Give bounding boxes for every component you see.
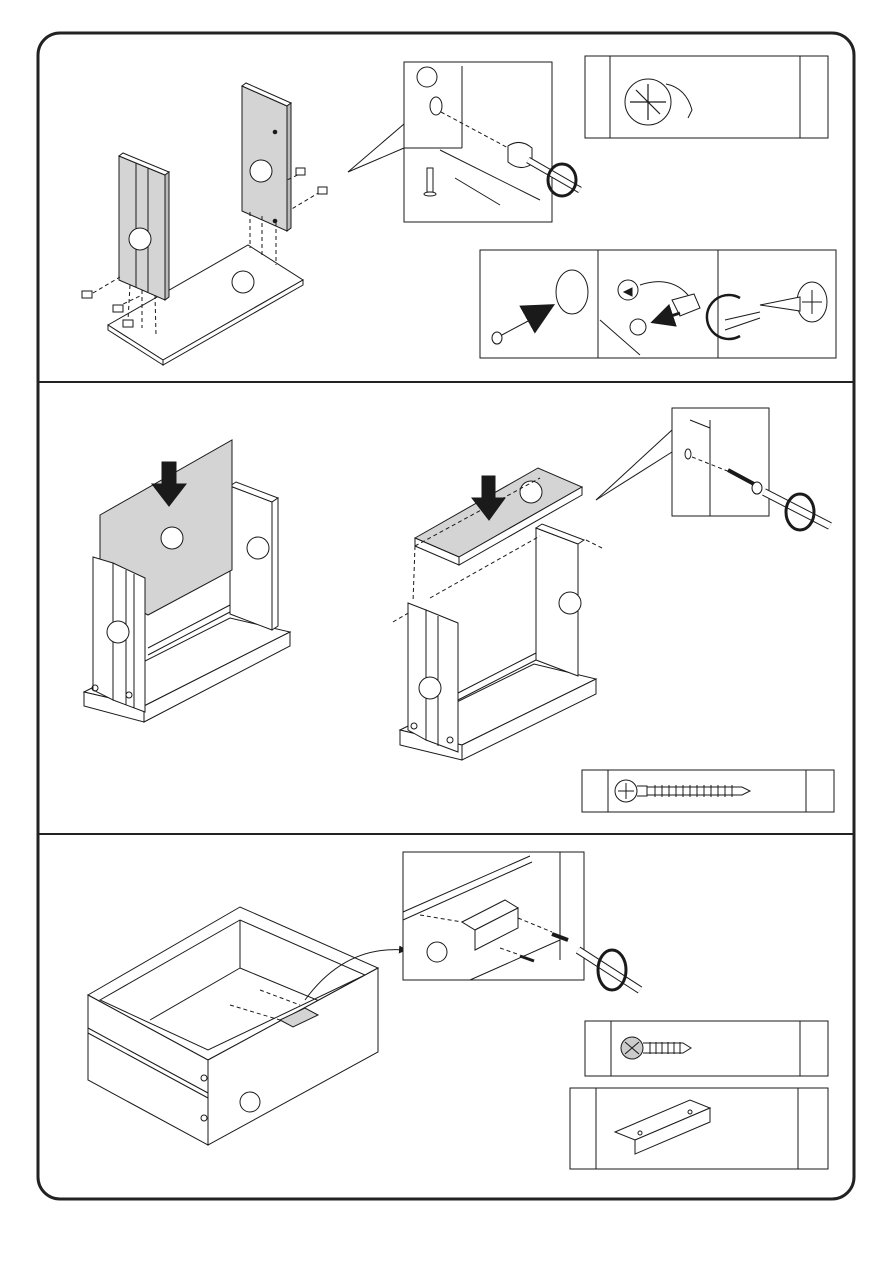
part-callout (240, 1092, 260, 1112)
right-side-panel (242, 86, 287, 231)
part-callout (417, 67, 437, 87)
part-callout (161, 527, 183, 549)
cam-lock-detail (404, 62, 580, 222)
part-callout (247, 537, 269, 559)
top-screw-detail (672, 408, 830, 530)
part-callout (419, 677, 441, 699)
long-screw-parts-box (582, 770, 834, 812)
part-callout (250, 160, 272, 182)
part-callout (559, 592, 581, 614)
step-1-illustration (82, 83, 404, 365)
part-callout (129, 228, 151, 250)
part-callout (107, 621, 129, 643)
cam-fitting-parts-box (585, 56, 828, 138)
step-2-back-panel-illustration (84, 440, 290, 722)
cam-instruction-strip (480, 250, 836, 358)
step-3-drawer-illustration (88, 907, 405, 1145)
part-callout (520, 481, 542, 503)
part-callout (232, 271, 254, 293)
part-callout (427, 942, 447, 962)
bracket-parts-box (570, 1088, 828, 1169)
short-screw-parts-box (585, 1021, 828, 1076)
step-2-top-panel-illustration (393, 430, 672, 760)
bracket-screw-detail (403, 852, 640, 990)
